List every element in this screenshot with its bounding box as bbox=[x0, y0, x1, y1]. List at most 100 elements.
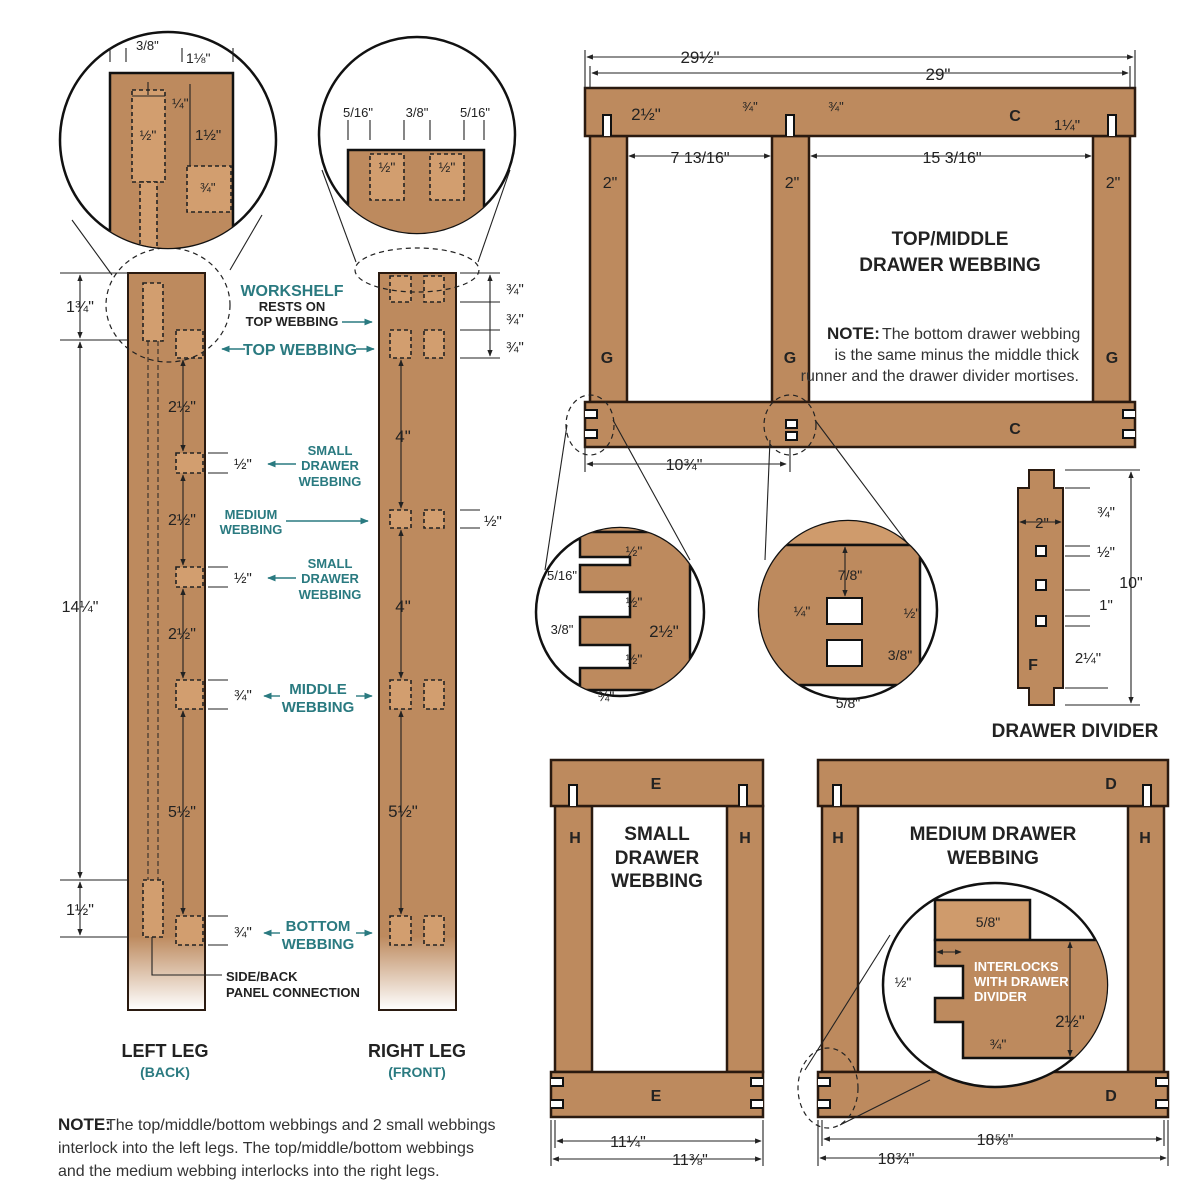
dim: 2" bbox=[1035, 515, 1049, 532]
callout: DRAWER bbox=[301, 571, 359, 586]
frame-title: TOP/MIDDLE bbox=[892, 229, 1009, 250]
left-leg-dim: 5½" bbox=[168, 804, 196, 821]
callout: WORKSHELF bbox=[240, 283, 343, 300]
small-drawer-webbing-frame bbox=[549, 758, 765, 1166]
detail-dim: 1½" bbox=[195, 127, 221, 144]
left-leg-dim: 14¼" bbox=[62, 599, 99, 616]
part-label: H bbox=[569, 830, 581, 847]
detail-dim: ¾" bbox=[598, 688, 615, 704]
right-leg-detail-magnifier bbox=[317, 35, 517, 235]
detail-dim: ½" bbox=[379, 159, 396, 175]
frame-title: DRAWER WEBBING bbox=[859, 255, 1041, 276]
callout: SMALL bbox=[308, 443, 353, 458]
dim: 10¾" bbox=[666, 457, 703, 474]
part-label: E bbox=[651, 776, 662, 793]
right-leg-dim: ¾" bbox=[506, 281, 524, 298]
part-label: F bbox=[1028, 657, 1038, 674]
detail-dim: 3/8" bbox=[888, 647, 912, 663]
part-label: H bbox=[739, 830, 751, 847]
callout: WEBBING bbox=[220, 522, 283, 537]
left-leg-dim: ¾" bbox=[234, 924, 252, 941]
note-line: and the medium webbing interlocks into t… bbox=[58, 1163, 440, 1180]
frame-title: SMALL bbox=[624, 824, 690, 845]
left-leg-dim: ½" bbox=[234, 456, 252, 473]
detail-dim: ¼" bbox=[172, 95, 189, 111]
part-label: C bbox=[1009, 421, 1021, 438]
dim: 2" bbox=[603, 175, 618, 192]
left-leg-dim: 1¾" bbox=[66, 299, 94, 316]
part-label: G bbox=[601, 350, 613, 367]
dim: 1¼" bbox=[1054, 117, 1080, 134]
callout-arrows bbox=[221, 318, 375, 937]
callout: WEBBING bbox=[282, 699, 355, 716]
callout: MEDIUM bbox=[225, 507, 278, 522]
callout: MIDDLE bbox=[289, 681, 347, 698]
leg-subtitle: (BACK) bbox=[140, 1064, 190, 1080]
dovetail-detail-magnifier bbox=[534, 526, 706, 698]
mortise-detail-magnifier bbox=[757, 519, 939, 701]
part-label: D bbox=[1105, 1088, 1117, 1105]
dim: 15 3/16" bbox=[922, 150, 981, 167]
detail-dim: 7/8" bbox=[838, 567, 862, 583]
dim: 1" bbox=[1099, 597, 1113, 614]
callout: PANEL CONNECTION bbox=[226, 985, 360, 1000]
detail-dim: 5/8" bbox=[836, 695, 860, 711]
part-label: C bbox=[1009, 108, 1021, 125]
frame-title: WEBBING bbox=[947, 848, 1039, 869]
dim: 29½" bbox=[680, 48, 719, 67]
part-label: H bbox=[832, 830, 844, 847]
detail-dim: 1⅛" bbox=[186, 50, 210, 66]
dim: ¾" bbox=[828, 99, 844, 114]
note-line: The top/middle/bottom webbings and 2 sma… bbox=[106, 1117, 496, 1134]
callout: WEBBING bbox=[299, 587, 362, 602]
right-leg-dim: 4" bbox=[395, 427, 411, 446]
note-label: NOTE: bbox=[827, 324, 880, 343]
callout: WEBBING bbox=[299, 474, 362, 489]
callout: WEBBING bbox=[282, 936, 355, 953]
detail-dim: 2½" bbox=[1055, 1012, 1085, 1031]
detail-dim: ½" bbox=[439, 159, 456, 175]
callout: TOP WEBBING bbox=[246, 314, 339, 329]
detail-dim: 5/16" bbox=[460, 105, 490, 120]
note-line: is the same minus the middle thick bbox=[834, 347, 1080, 364]
dim: ¾" bbox=[1097, 504, 1115, 521]
part-label: H bbox=[1139, 830, 1151, 847]
dim: 18¾" bbox=[878, 1151, 915, 1168]
detail-text: WITH DRAWER bbox=[974, 974, 1069, 989]
note-label: NOTE: bbox=[58, 1115, 111, 1134]
dim: 18⅝" bbox=[977, 1132, 1014, 1149]
frame-title: MEDIUM DRAWER bbox=[910, 824, 1077, 845]
leg-title: RIGHT LEG bbox=[368, 1041, 466, 1061]
dim: 2" bbox=[1106, 175, 1121, 192]
callout: SIDE/BACK bbox=[226, 969, 298, 984]
detail-dim: ½" bbox=[895, 974, 912, 990]
callout: SMALL bbox=[308, 556, 353, 571]
left-leg-dim: ¾" bbox=[234, 687, 252, 704]
left-leg bbox=[60, 214, 263, 1011]
dim: 29" bbox=[926, 65, 951, 84]
part-label: E bbox=[651, 1088, 662, 1105]
left-leg-dim: 2½" bbox=[168, 399, 196, 416]
detail-dim: ½" bbox=[626, 543, 643, 559]
leg-title: LEFT LEG bbox=[122, 1041, 209, 1061]
left-leg-dim: 2½" bbox=[168, 512, 196, 529]
detail-dim: 2½" bbox=[649, 622, 679, 641]
interlock-detail-magnifier bbox=[881, 881, 1109, 1089]
detail-dim: ½" bbox=[140, 127, 157, 143]
detail-dim: ¾" bbox=[200, 180, 216, 195]
detail-dim: ½" bbox=[626, 651, 643, 667]
part-label: D bbox=[1105, 776, 1117, 793]
leg-subtitle: (FRONT) bbox=[388, 1064, 446, 1080]
note-line: runner and the drawer divider mortises. bbox=[801, 368, 1079, 385]
detail-dim: ¾" bbox=[990, 1036, 1007, 1052]
part-label: G bbox=[1106, 350, 1118, 367]
right-leg-dim: 4" bbox=[395, 597, 411, 616]
detail-dim: 5/16" bbox=[343, 105, 373, 120]
note-line: The bottom drawer webbing bbox=[882, 326, 1080, 343]
frame-title: DRAWER DIVIDER bbox=[992, 721, 1159, 742]
detail-dim: ½" bbox=[904, 605, 921, 621]
dim: 2¼" bbox=[1075, 650, 1101, 667]
dim: ½" bbox=[1097, 544, 1115, 561]
dim: 10" bbox=[1119, 575, 1142, 592]
